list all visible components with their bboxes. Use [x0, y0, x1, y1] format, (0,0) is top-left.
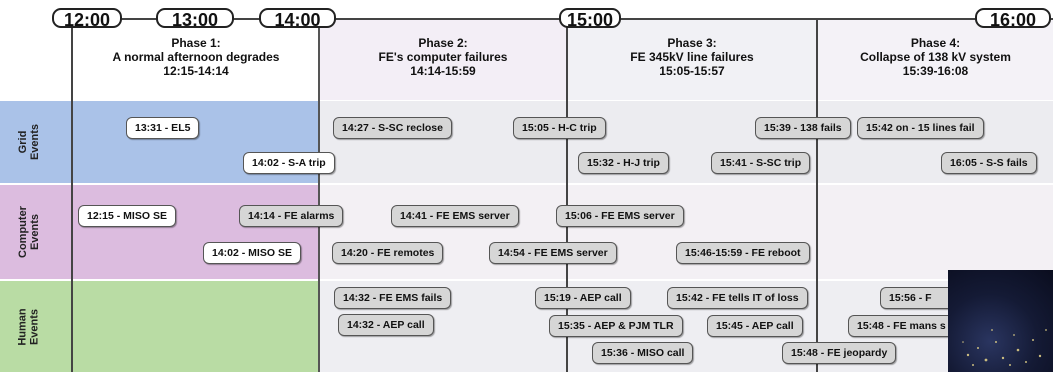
- city-lights-icon: [962, 329, 1047, 366]
- event-grid-ssc-trip: 15:41 - S-SC trip: [711, 152, 811, 174]
- event-human-aep-pjm-tlr: 15:35 - AEP & PJM TLR: [549, 315, 683, 337]
- row-separator: [0, 279, 1053, 281]
- phase-2-title: Phase 2: FE's computer failures 14:14-15…: [378, 36, 508, 78]
- phase-3-title: Phase 3: FE 345kV line failures 15:05-15…: [630, 36, 754, 78]
- event-computer-fe-alarms: 14:14 - FE alarms: [239, 205, 344, 227]
- event-grid-138-fails: 15:39 - 138 fails: [755, 117, 851, 139]
- event-grid-sa-trip: 14:02 - S-A trip: [243, 152, 335, 174]
- event-computer-fe-ems-server: 14:41 - FE EMS server: [391, 205, 519, 227]
- phase-divider-line: [71, 18, 73, 372]
- event-grid-hc-trip: 15:05 - H-C trip: [513, 117, 606, 139]
- phase-4-title: Phase 4: Collapse of 138 kV system 15:39…: [860, 36, 1011, 78]
- event-computer-fe-reboot: 15:46-15:59 - FE reboot: [676, 242, 810, 264]
- phase2-header-bg: [319, 20, 567, 100]
- event-human-fe-jeopardy: 15:48 - FE jeopardy: [782, 342, 897, 364]
- event-grid-ssc-reclose: 14:27 - S-SC reclose: [333, 117, 452, 139]
- night-satellite-image: [948, 270, 1053, 372]
- phase-divider-line: [318, 18, 320, 372]
- event-human-aep-call: 15:45 - AEP call: [707, 315, 803, 337]
- event-grid-hj-trip: 15:32 - H-J trip: [578, 152, 669, 174]
- row-label-human: Human Events: [17, 307, 41, 346]
- event-human-fe-cut: 15:56 - F: [880, 287, 950, 309]
- time-label: 15:00: [559, 8, 621, 30]
- event-grid-el5: 13:31 - EL5: [126, 117, 200, 139]
- event-human-fe-ems-fails: 14:32 - FE EMS fails: [334, 287, 452, 309]
- event-human-aep-call: 15:19 - AEP call: [535, 287, 631, 309]
- row-label-computer: Computer Events: [16, 206, 41, 258]
- phase-divider-line: [816, 18, 818, 372]
- event-grid-15-lines-fail: 15:42 on - 15 lines fail: [857, 117, 984, 139]
- time-label: 16:00: [975, 8, 1051, 30]
- phase3-header-bg: [567, 20, 817, 100]
- row-separator: [0, 183, 1053, 185]
- phase-divider-line: [566, 18, 568, 372]
- event-computer-fe-ems-server: 14:54 - FE EMS server: [489, 242, 617, 264]
- event-human-fe-tells-it: 15:42 - FE tells IT of loss: [667, 287, 808, 309]
- event-computer-fe-ems-server: 15:06 - FE EMS server: [556, 205, 684, 227]
- event-human-aep-call: 14:32 - AEP call: [338, 314, 434, 336]
- time-label: 13:00: [156, 8, 234, 30]
- human-events-band: [0, 281, 319, 372]
- event-computer-miso-se: 14:02 - MISO SE: [203, 242, 301, 264]
- phase1-header-bg: [72, 20, 319, 100]
- time-label: 14:00: [259, 8, 336, 30]
- time-label: 12:00: [52, 8, 122, 30]
- phase-1-title: Phase 1: A normal afternoon degrades 12:…: [112, 36, 280, 78]
- event-human-fe-mans: 15:48 - FE mans s: [848, 315, 950, 337]
- event-human-miso-call: 15:36 - MISO call: [592, 342, 694, 364]
- event-grid-ss-fails: 16:05 - S-S fails: [941, 152, 1037, 174]
- phase4-header-bg: [817, 20, 1053, 100]
- event-computer-fe-remotes: 14:20 - FE remotes: [332, 242, 444, 264]
- row-label-grid: Grid Events: [16, 123, 41, 161]
- event-computer-miso-se: 12:15 - MISO SE: [78, 205, 176, 227]
